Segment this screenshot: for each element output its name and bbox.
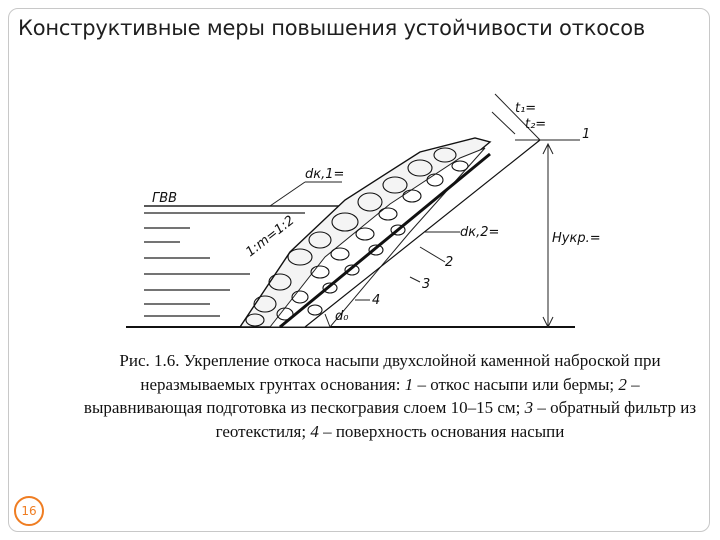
caption-item-2: – выравнивающая подготовка из пескограви… — [83, 374, 640, 418]
caption-lead: Рис. 1.6. Укрепление откоса насыпи двухс… — [119, 351, 661, 394]
label-n3: 3 — [422, 277, 430, 292]
label-d0: d₀ — [335, 309, 349, 324]
label-gvv: ГВВ — [152, 191, 177, 206]
label-t1: t₁= — [515, 101, 536, 116]
figure-caption: Рис. 1.6. Укрепление откоса насыпи двухс… — [80, 349, 700, 443]
water-lines — [144, 205, 365, 317]
slide-title: Конструктивные меры повышения устойчивос… — [18, 16, 646, 40]
dimension-lines — [269, 93, 580, 329]
caption-num-1: 1 — [404, 374, 414, 394]
slope-diagram: ГВВ dк,1= dк,2= 1:m=1:2 t₁= t₂= Hукр.= d… — [126, 93, 601, 329]
label-n4: 4 — [372, 293, 380, 308]
label-dk1: dк,1= — [305, 167, 344, 182]
label-dk2: dк,2= — [460, 225, 499, 240]
stone-texture — [245, 147, 469, 327]
label-n2: 2 — [445, 255, 453, 270]
caption-item-1: – откос насыпи или бермы; — [413, 374, 619, 394]
page-number-badge: 16 — [14, 496, 44, 526]
label-h: Hукр.= — [552, 231, 601, 246]
label-t2: t₂= — [525, 117, 546, 132]
caption-item-3: – обратный фильтр из геотекстиля; — [215, 398, 697, 441]
caption-num-4: 4 — [310, 421, 319, 441]
caption-item-4: – поверхность основания насыпи — [318, 421, 565, 441]
caption-num-3: 3 — [524, 398, 534, 417]
filter-line — [279, 152, 491, 329]
label-n1: 1 — [582, 127, 590, 142]
slope-line — [304, 139, 541, 328]
caption-num-2: 2 — [618, 374, 627, 394]
